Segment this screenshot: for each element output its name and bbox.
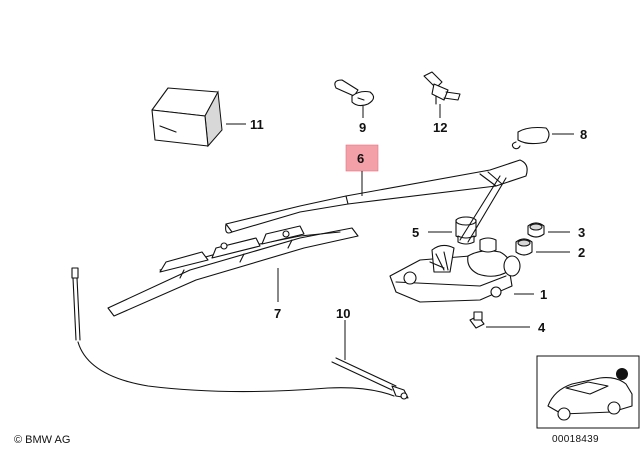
car-thumbnail xyxy=(536,355,640,429)
part-1-wiper-motor xyxy=(389,175,521,303)
document-number: 00018439 xyxy=(552,434,599,445)
part-12-pin xyxy=(423,71,461,105)
label-11[interactable]: 11 xyxy=(250,117,264,132)
label-9[interactable]: 9 xyxy=(359,120,366,135)
label-1[interactable]: 1 xyxy=(540,287,547,302)
location-dot xyxy=(616,368,628,380)
label-5[interactable]: 5 xyxy=(412,225,419,240)
part-4-bolt xyxy=(469,311,485,329)
part-7-wiper-blade xyxy=(107,225,359,317)
label-6[interactable]: 6 xyxy=(357,151,364,166)
label-10[interactable]: 10 xyxy=(336,306,350,321)
part-10-hose xyxy=(71,267,409,400)
label-12[interactable]: 12 xyxy=(433,120,447,135)
label-8[interactable]: 8 xyxy=(580,127,587,142)
part-11-box xyxy=(151,87,223,148)
part-6-wiper-arm xyxy=(225,159,528,234)
label-4[interactable]: 4 xyxy=(538,320,546,335)
part-2-bushing xyxy=(515,238,533,256)
label-2[interactable]: 2 xyxy=(578,245,585,260)
label-3[interactable]: 3 xyxy=(578,225,585,240)
part-9-bracket xyxy=(334,79,375,107)
label-7[interactable]: 7 xyxy=(274,306,281,321)
part-3-nut xyxy=(527,222,545,238)
part-8-cap xyxy=(511,126,550,150)
copyright-text: © BMW AG xyxy=(14,434,71,446)
